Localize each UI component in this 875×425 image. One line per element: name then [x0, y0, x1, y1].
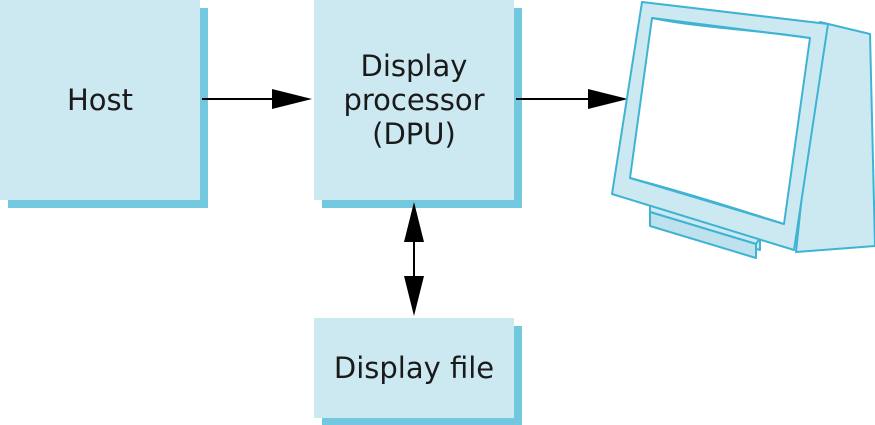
host-box: Host — [0, 0, 200, 200]
display-file-box: Display file — [314, 318, 514, 418]
display-processor-label-line-3: (DPU) — [372, 117, 456, 152]
host-label: Host — [66, 82, 134, 117]
display-processor-label-line-2: processor — [343, 82, 485, 117]
arrow-host-to-dpu — [202, 89, 312, 109]
display-processor-box: Display processor (DPU) — [314, 0, 514, 200]
display-file-label: Display file — [333, 350, 495, 385]
arrow-dpu-display-file — [404, 202, 424, 316]
display-processor-label-line-1: Display — [360, 48, 468, 83]
crt-monitor-icon — [611, 1, 875, 259]
display-processor-label: Display processor (DPU) — [335, 49, 492, 152]
arrow-dpu-to-monitor — [516, 89, 628, 109]
